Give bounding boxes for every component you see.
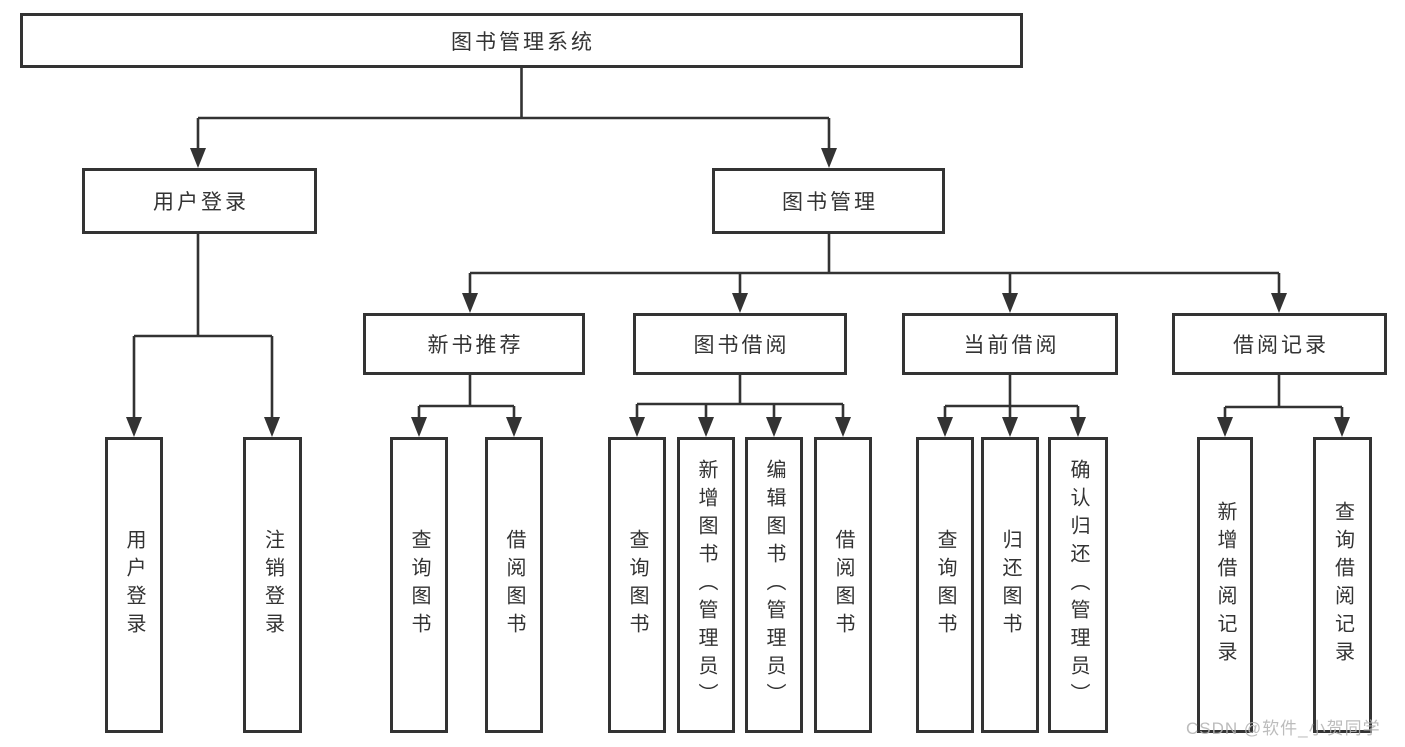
node-user-login-label: 用户登录 [153,191,249,214]
node-new-book-recommend: 新书推荐 [363,313,585,375]
leaf-edit-book-admin: 编辑图书（管理员） [745,437,803,733]
node-borrow-records-label: 借阅记录 [1233,334,1329,357]
node-book-borrow: 图书借阅 [633,313,847,375]
leaf-user-login-label: 用户登录 [123,529,145,641]
leaf-borrow-books-1: 借阅图书 [485,437,543,733]
leaf-return-book-label: 归还图书 [999,529,1021,641]
node-root-library-system: 图书管理系统 [20,13,1023,68]
leaf-logout-label: 注销登录 [261,529,284,641]
leaf-add-book-admin-label: 新增图书（管理员） [695,459,717,711]
leaf-confirm-return-admin-label: 确认归还（管理员） [1067,459,1089,711]
node-root-label: 图书管理系统 [451,30,595,54]
node-new-book-recommend-label: 新书推荐 [427,334,524,357]
csdn-watermark: CSDN @软件_小贺同学 [1186,719,1381,738]
leaf-query-books-3: 查询图书 [916,437,974,733]
leaf-add-borrow-record-label: 新增借阅记录 [1214,501,1236,669]
node-user-login: 用户登录 [82,168,317,234]
leaf-user-login: 用户登录 [105,437,163,733]
leaf-edit-book-admin-label: 编辑图书（管理员） [763,459,785,711]
leaf-query-borrow-record-label: 查询借阅记录 [1331,501,1354,669]
leaf-query-books-1: 查询图书 [390,437,448,733]
leaf-confirm-return-admin: 确认归还（管理员） [1048,437,1108,733]
leaf-query-books-1-label: 查询图书 [408,529,430,641]
node-current-borrow: 当前借阅 [902,313,1118,375]
leaf-borrow-books-2-label: 借阅图书 [832,529,854,641]
leaf-add-borrow-record: 新增借阅记录 [1197,437,1253,733]
leaf-add-book-admin: 新增图书（管理员） [677,437,735,733]
node-current-borrow-label: 当前借阅 [963,334,1060,357]
leaf-query-books-2-label: 查询图书 [626,529,648,641]
node-book-borrow-label: 图书借阅 [693,334,790,357]
node-book-management: 图书管理 [712,168,945,234]
leaf-query-books-2: 查询图书 [608,437,666,733]
leaf-query-books-3-label: 查询图书 [934,529,956,641]
leaf-borrow-books-2: 借阅图书 [814,437,872,733]
node-book-management-label: 图书管理 [782,191,878,214]
leaf-return-book: 归还图书 [981,437,1039,733]
node-borrow-records: 借阅记录 [1172,313,1387,375]
leaf-query-borrow-record: 查询借阅记录 [1313,437,1372,733]
leaf-borrow-books-1-label: 借阅图书 [503,529,525,641]
leaf-logout: 注销登录 [243,437,302,733]
